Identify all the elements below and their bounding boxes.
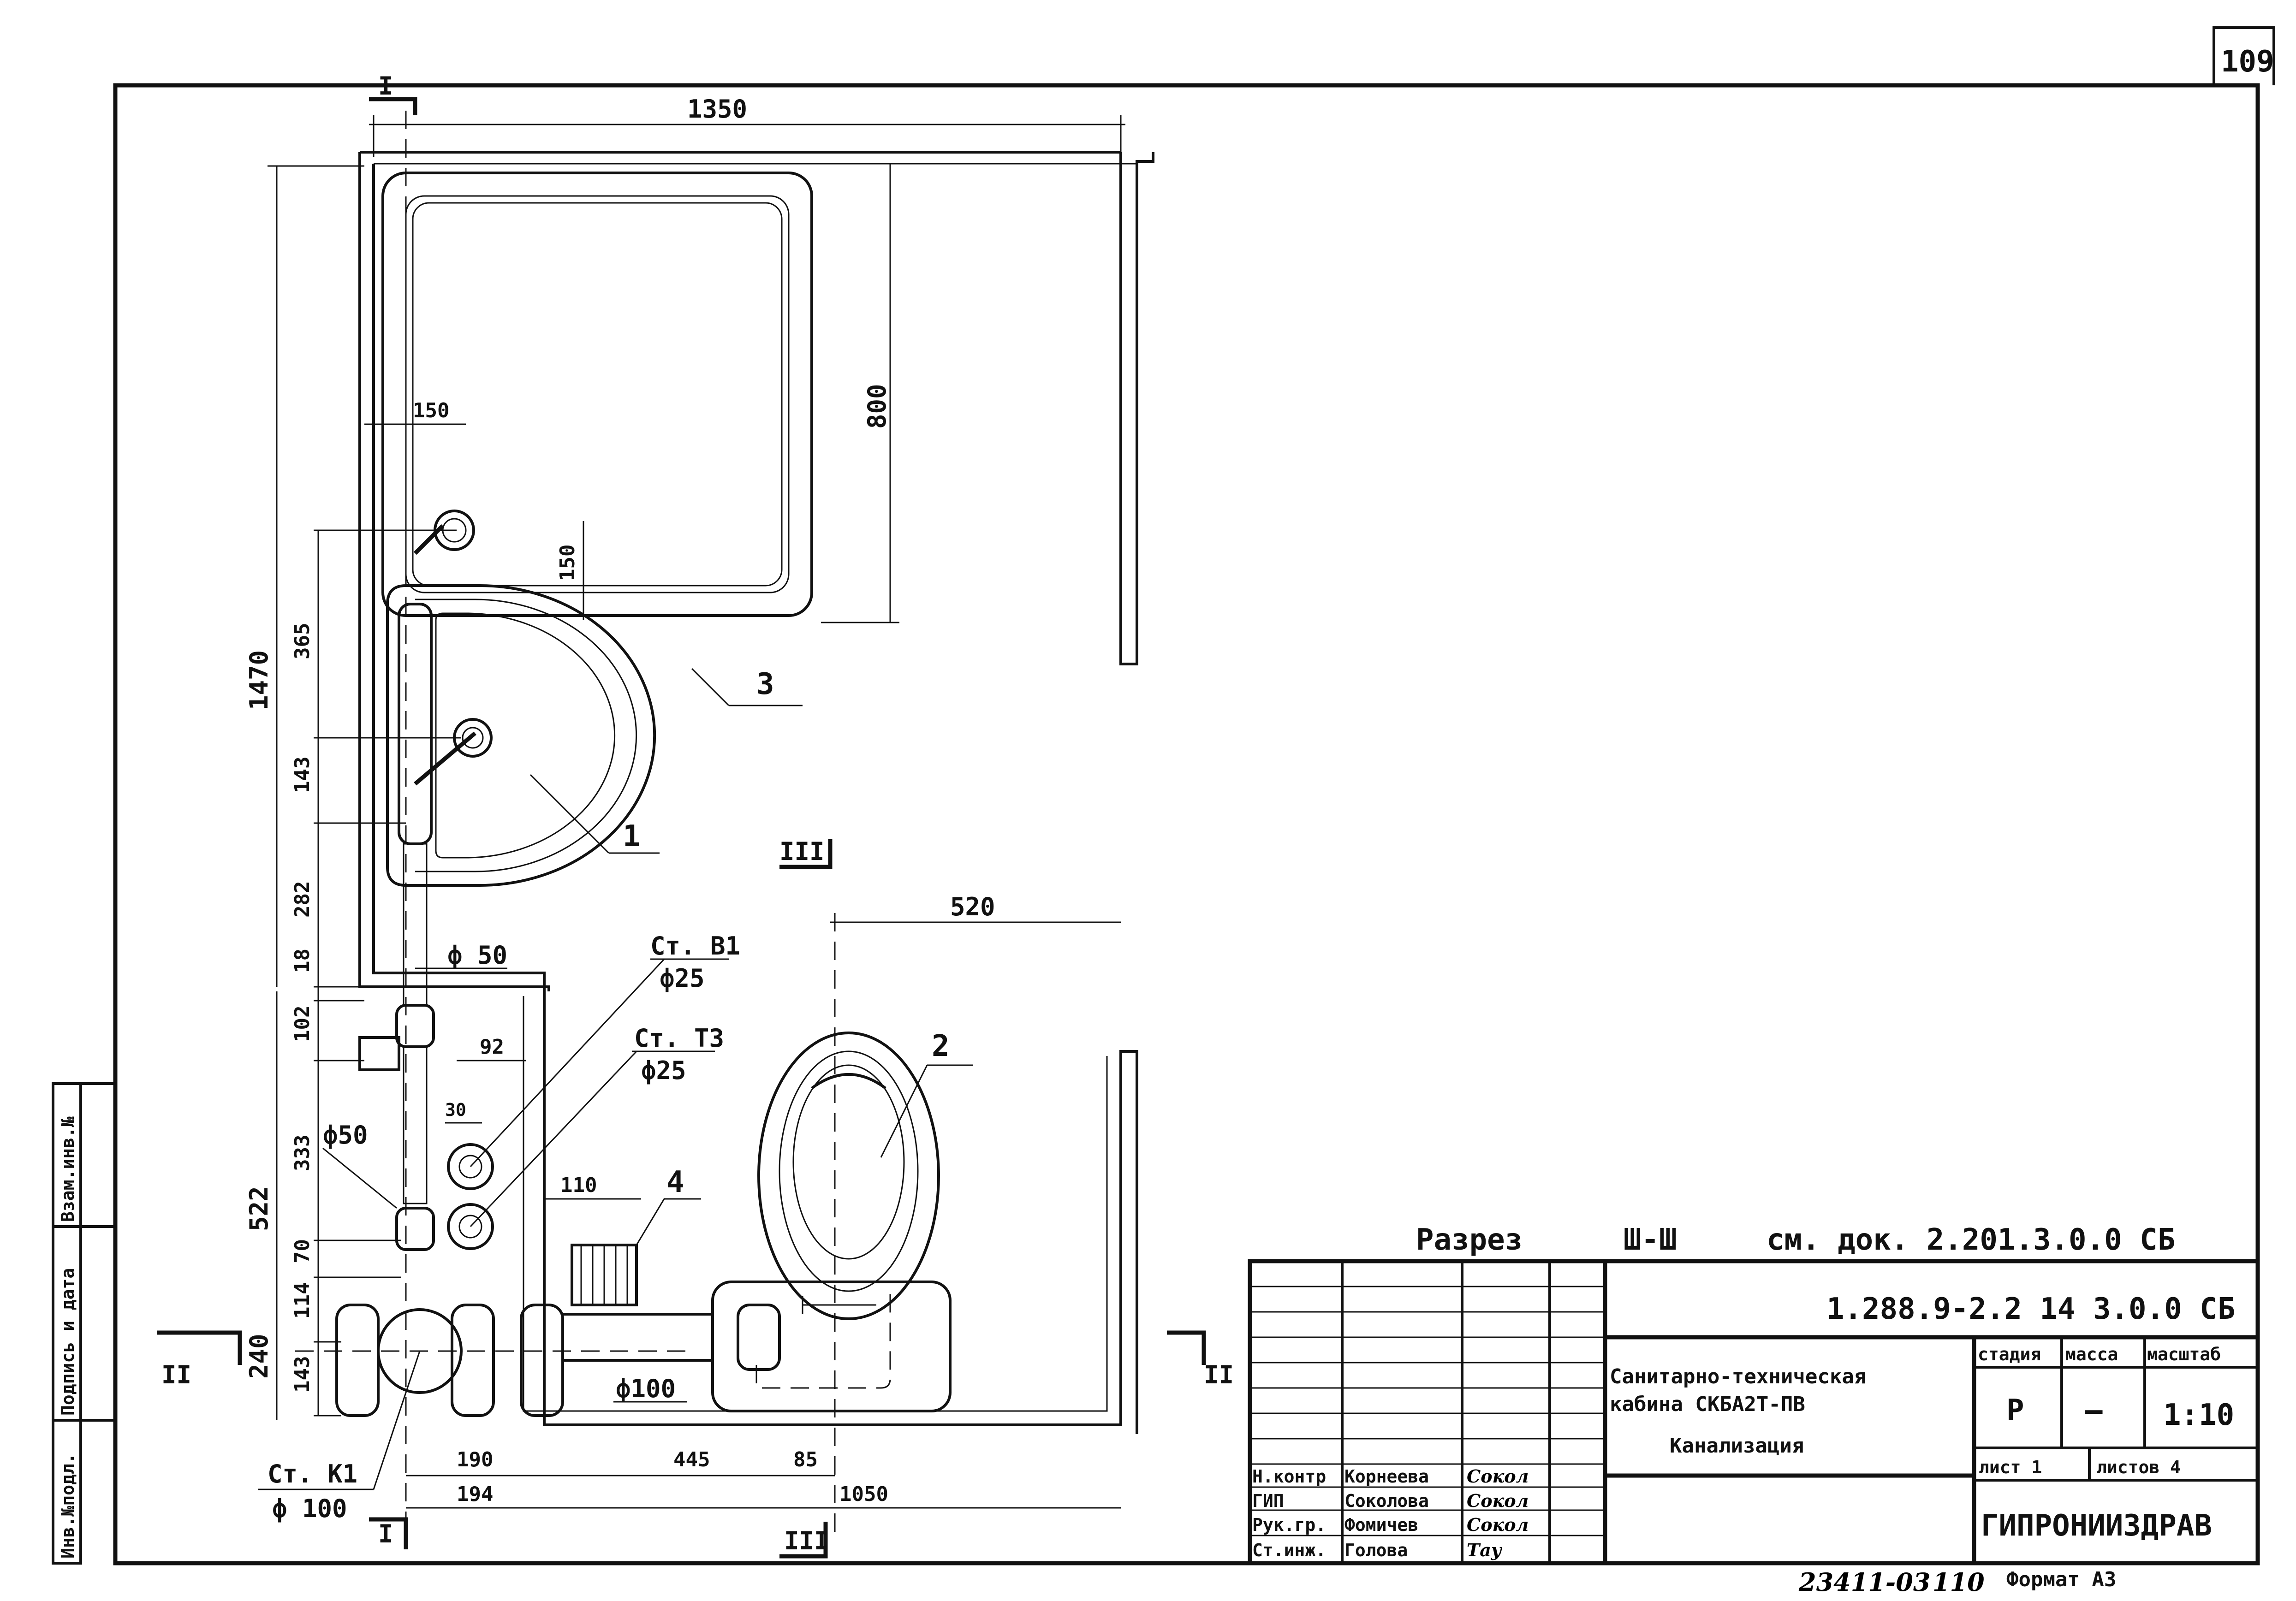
sheet-number: 109 xyxy=(2221,45,2274,79)
dim-1350: 1350 xyxy=(687,95,747,124)
dim-85: 85 xyxy=(793,1448,818,1471)
sig-role-4: Ст.инж. xyxy=(1252,1540,1326,1560)
label-riser-t3: Ст. Т3 xyxy=(634,1024,724,1053)
dim-30: 30 xyxy=(445,1100,466,1120)
section-I-top: I xyxy=(378,71,393,101)
sig-role-3: Рук.гр. xyxy=(1252,1515,1326,1535)
side-stamp: Инв.№подл. Подпись и дата Взам.инв.№ xyxy=(52,1082,115,1565)
section-note-mark: Ш-Ш xyxy=(1624,1223,1677,1257)
shower-tray xyxy=(381,172,813,617)
drain-pipe-50 xyxy=(358,524,476,1251)
dimensions: 1350 800 150 150 1470 365 143 282 18 102… xyxy=(244,95,1125,1509)
mass-header: масса xyxy=(2065,1344,2118,1364)
sig-sign-2: Сокол xyxy=(1467,1490,1529,1511)
dim-445: 445 xyxy=(673,1448,710,1471)
sig-name-1: Корнеева xyxy=(1344,1466,1429,1487)
sig-name-3: Фомичев xyxy=(1344,1515,1418,1535)
dim-18: 18 xyxy=(291,949,314,973)
label-2-toilet: 2 xyxy=(932,1029,950,1063)
title-block: 1.288.9-2.2 14 3.0.0 СБ Санитарно-технич… xyxy=(1248,1259,2260,1565)
scale-header: масштаб xyxy=(2147,1344,2221,1364)
scale-value: 1:10 xyxy=(2163,1398,2234,1432)
doc-code: 1.288.9-2.2 14 3.0.0 СБ xyxy=(1826,1292,2235,1326)
sig-sign-4: Тау xyxy=(1467,1540,1503,1560)
dim-1470: 1470 xyxy=(244,650,274,710)
label-4-towel-rail: 4 xyxy=(666,1165,684,1199)
dim-102: 102 xyxy=(291,1006,314,1042)
mass-value: — xyxy=(2085,1393,2103,1428)
dim-333: 333 xyxy=(291,1135,314,1171)
org-name: ГИПРОНИИЗДРАВ xyxy=(1981,1509,2212,1543)
title-line-2: кабина СКБА2Т-ПВ xyxy=(1610,1393,1805,1416)
label-riser-v1: Ст. В1 xyxy=(650,931,740,961)
dim-365: 365 xyxy=(291,623,314,659)
section-note-label: Разрез xyxy=(1416,1223,1523,1257)
dim-150-horizontal: 150 xyxy=(413,399,449,422)
drawing-frame xyxy=(113,83,2260,1565)
dim-143-upper: 143 xyxy=(291,757,314,793)
label-phi50-upper: ф 50 xyxy=(447,941,507,970)
section-I-bottom: I xyxy=(378,1519,393,1548)
cabin-plan xyxy=(295,111,1154,1536)
paper-format: Формат А3 xyxy=(2006,1568,2116,1591)
dim-800: 800 xyxy=(862,384,892,429)
drain-main-100 xyxy=(335,1291,891,1417)
section-III-top: III xyxy=(779,837,825,866)
title-line-3: Канализация xyxy=(1670,1434,1804,1458)
dim-194: 194 xyxy=(457,1482,493,1506)
sig-sign-1: Сокол xyxy=(1467,1466,1529,1487)
dim-520: 520 xyxy=(950,892,995,921)
section-III-bottom: III xyxy=(784,1526,829,1555)
label-riser-v1-dia: ф25 xyxy=(660,964,705,993)
title-line-1: Санитарно-техническая xyxy=(1610,1365,1866,1388)
dim-143-lower: 143 xyxy=(291,1356,314,1393)
riser-v1 xyxy=(447,1143,494,1190)
dim-1050: 1050 xyxy=(839,1482,888,1506)
sheet-number-box xyxy=(2213,26,2275,85)
label-phi50-lower: ф50 xyxy=(323,1121,368,1150)
label-phi100: ф100 xyxy=(616,1374,676,1403)
sig-name-2: Соколова xyxy=(1344,1491,1429,1511)
dim-522: 522 xyxy=(244,1186,274,1231)
label-1-basin: 1 xyxy=(623,819,641,854)
dim-150-vertical: 150 xyxy=(556,545,579,581)
stamp-replace-inv: Взам.инв.№ xyxy=(58,1116,78,1222)
dim-92: 92 xyxy=(480,1035,504,1059)
label-riser-k1-dia: ф 100 xyxy=(272,1494,347,1523)
dim-240: 240 xyxy=(244,1334,274,1379)
callouts: 3 1 2 4 ф 50 ф50 Ст. В1 ф25 Ст. Т3 ф25 С… xyxy=(258,667,973,1523)
sheet-label: лист 1 xyxy=(1979,1457,2042,1477)
section-note-ref: см. док. 2.201.3.0.0 СБ xyxy=(1767,1223,2175,1257)
dim-190: 190 xyxy=(457,1448,493,1471)
washbasin xyxy=(386,584,656,887)
section-II-right: II xyxy=(1204,1360,1234,1389)
label-riser-k1: Ст. К1 xyxy=(268,1459,357,1488)
sig-role-1: Н.контр xyxy=(1252,1466,1326,1487)
sig-sign-3: Сокол xyxy=(1467,1514,1529,1535)
inventory-number: 23411-03 xyxy=(1798,1567,1930,1597)
page-number: 110 xyxy=(1933,1567,1985,1597)
riser-t3 xyxy=(447,1203,494,1250)
dim-70: 70 xyxy=(291,1239,314,1263)
stamp-inv-orig: Инв.№подл. xyxy=(58,1453,78,1559)
stage-value: Р xyxy=(2006,1393,2024,1428)
stamp-signature-date: Подпись и дата xyxy=(58,1268,78,1416)
section-markers: I I II II III III xyxy=(157,71,1234,1559)
sheets-label: листов 4 xyxy=(2096,1457,2181,1477)
dim-282: 282 xyxy=(291,881,314,918)
label-3-shower: 3 xyxy=(756,667,774,701)
stage-header: стадия xyxy=(1978,1344,2041,1364)
label-riser-t3-dia: ф25 xyxy=(641,1056,686,1085)
toilet-cistern xyxy=(711,1281,952,1412)
dim-114: 114 xyxy=(291,1282,314,1319)
sig-name-4: Голова xyxy=(1344,1540,1408,1560)
toilet-bowl xyxy=(757,1032,940,1320)
sig-role-2: ГИП xyxy=(1252,1491,1284,1511)
section-II-left: II xyxy=(161,1360,191,1389)
dim-110: 110 xyxy=(560,1174,597,1197)
